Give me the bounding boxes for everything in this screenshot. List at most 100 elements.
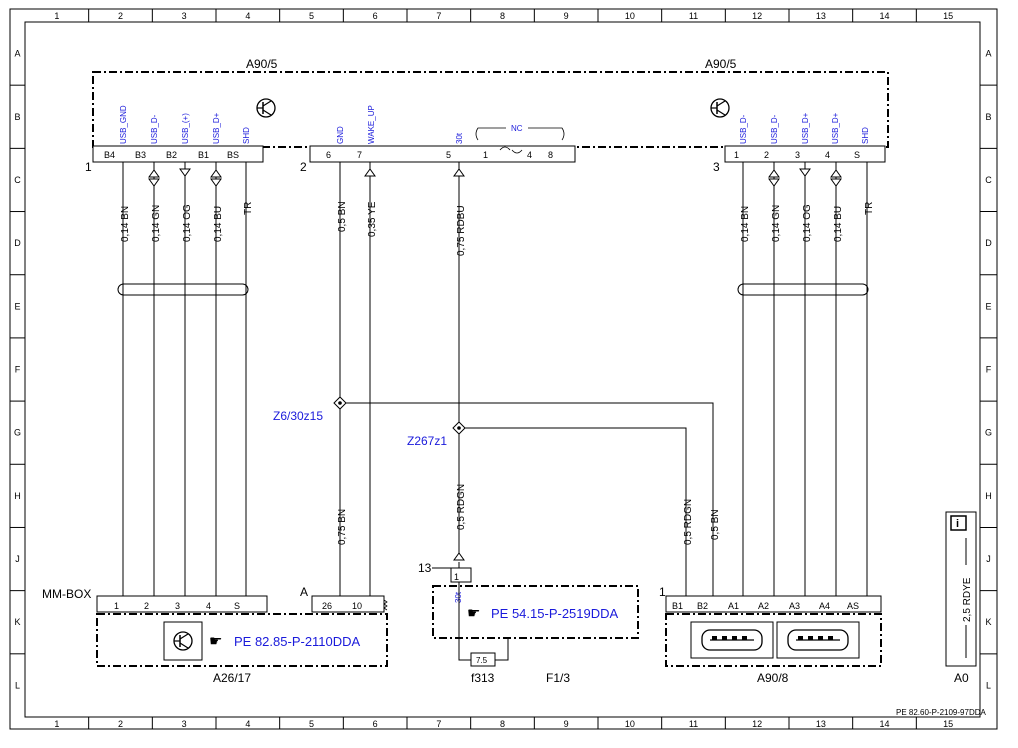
c2-pin: 7 bbox=[357, 150, 362, 160]
a908-pin: A2 bbox=[758, 601, 769, 611]
grid-column-label: 12 bbox=[752, 719, 762, 729]
grid-row-label: A bbox=[14, 49, 20, 59]
grid-column-label: 9 bbox=[564, 11, 569, 21]
grid-row-label: B bbox=[985, 112, 991, 122]
c3-signal: SHD bbox=[861, 127, 870, 144]
wire-label: 0,14 BU bbox=[833, 206, 844, 242]
fuse-box-name: F1/3 bbox=[546, 671, 570, 685]
mmbox-symbol-box bbox=[163, 621, 203, 661]
wire-label: 0,14 BN bbox=[120, 206, 131, 242]
mmbox-pin: 3 bbox=[175, 601, 180, 611]
mmbox-connector-strip bbox=[96, 595, 268, 613]
c1-pin: B3 bbox=[135, 150, 146, 160]
usb-port-icon bbox=[690, 621, 774, 659]
wire-label: 0,14 OG bbox=[182, 204, 193, 242]
wire-label: 0,5 RDGN bbox=[456, 484, 467, 530]
grid-column-label: 12 bbox=[752, 11, 762, 21]
connector-2-label: 2 bbox=[300, 160, 307, 174]
a908-connector-strip bbox=[665, 595, 882, 613]
c1-pin: BS bbox=[227, 150, 239, 160]
grid-row-label: G bbox=[14, 428, 21, 438]
splice-point-z267 bbox=[452, 421, 466, 435]
usb-port-icon bbox=[776, 621, 860, 659]
right-wire-bundle bbox=[742, 162, 868, 600]
inner-frame bbox=[24, 21, 981, 718]
transistor-symbol-icon bbox=[710, 98, 730, 118]
mmbox-conn-a-pin: 26 bbox=[322, 601, 332, 611]
grid-row-label: E bbox=[14, 301, 20, 311]
grid-row-label: C bbox=[14, 175, 21, 185]
a908-pin: B2 bbox=[697, 601, 708, 611]
fuse-element bbox=[470, 652, 496, 667]
grid-row-label: H bbox=[14, 491, 21, 501]
mmbox-conn-a-label: A bbox=[300, 585, 308, 599]
wire-label: TR bbox=[243, 202, 254, 215]
a908-connector-label: 1 bbox=[659, 585, 666, 599]
transistor-symbol-icon bbox=[173, 631, 193, 651]
c1-signal: SHD bbox=[242, 127, 251, 144]
grid-column-label: 8 bbox=[500, 719, 505, 729]
mmbox-pin: 2 bbox=[144, 601, 149, 611]
wire-label: 0,5 BN bbox=[337, 201, 348, 232]
grid-column-label: 5 bbox=[309, 11, 314, 21]
c2-pin: 6 bbox=[326, 150, 331, 160]
grid-column-label: 8 bbox=[500, 11, 505, 21]
fuse-internal-wire-2 bbox=[495, 638, 509, 661]
legend-name: A0 bbox=[954, 671, 969, 685]
c3-signal: USB_D- bbox=[770, 114, 779, 144]
grid-row-label: G bbox=[985, 428, 992, 438]
wire-label: 0,14 GN bbox=[151, 205, 162, 242]
grid-row-label: C bbox=[985, 175, 992, 185]
c1-pin: B2 bbox=[166, 150, 177, 160]
grid-column-label: 11 bbox=[689, 719, 698, 729]
wire-label: 0,14 GN bbox=[771, 205, 782, 242]
resistor-stub bbox=[383, 599, 388, 611]
c2-signal: 30t bbox=[455, 132, 464, 144]
nc-jumper bbox=[499, 146, 523, 154]
grid-column-label: 9 bbox=[564, 719, 569, 729]
grid-column-label: 5 bbox=[309, 719, 314, 729]
grid-column-label: 15 bbox=[943, 11, 953, 21]
grid-column-label: 1 bbox=[54, 11, 59, 21]
grid-column-label: 2 bbox=[118, 719, 123, 729]
mmbox-conn-a-pin: 10 bbox=[352, 601, 362, 611]
splice-label: Z6/30z15 bbox=[273, 409, 323, 423]
grid-column-label: 13 bbox=[816, 719, 826, 729]
grid-row-label: J bbox=[986, 554, 991, 564]
connector-2-strip bbox=[309, 145, 576, 163]
grid-row-label: L bbox=[15, 680, 20, 690]
grid-row-label: B bbox=[14, 112, 20, 122]
fuse-ref-link[interactable]: PE 54.15-P-2519DDA bbox=[491, 606, 619, 621]
c2-signal: WAKE_UP bbox=[367, 105, 376, 144]
grid-column-label: 2 bbox=[118, 11, 123, 21]
outer-frame bbox=[9, 8, 998, 730]
c3-pin: 3 bbox=[795, 150, 800, 160]
mmbox-pin: S bbox=[234, 601, 240, 611]
c3-pin: 1 bbox=[734, 150, 739, 160]
a908-housing bbox=[665, 613, 882, 667]
connector-3-label: 3 bbox=[713, 160, 720, 174]
c2-pin: 8 bbox=[548, 150, 553, 160]
grid-row-label: J bbox=[15, 554, 20, 564]
pointing-hand-icon[interactable]: ☛ bbox=[209, 633, 222, 650]
grid-column-label: 4 bbox=[245, 11, 250, 21]
a908-pin: A1 bbox=[728, 601, 739, 611]
c2-pin: 4 bbox=[527, 150, 532, 160]
c1-signal: USB_D+ bbox=[212, 112, 221, 144]
mmbox-housing bbox=[96, 613, 388, 667]
grid-row-label: K bbox=[985, 617, 991, 627]
splice-point-z6 bbox=[333, 396, 347, 410]
c1-pin: B4 bbox=[104, 150, 115, 160]
mmbox-ref-link[interactable]: PE 82.85-P-2110DDA bbox=[234, 634, 361, 649]
grid-row-label: D bbox=[985, 238, 992, 248]
fuse-value: 7.5 bbox=[476, 656, 488, 665]
grid-column-label: 6 bbox=[373, 719, 378, 729]
info-icon[interactable]: i bbox=[950, 515, 967, 531]
a908-pin: AS bbox=[847, 601, 859, 611]
c3-pin: S bbox=[854, 150, 860, 160]
fuse-pin-label: 13 bbox=[418, 561, 432, 575]
pointing-hand-icon[interactable]: ☛ bbox=[467, 605, 480, 622]
wire-label: 0,14 BN bbox=[740, 206, 751, 242]
